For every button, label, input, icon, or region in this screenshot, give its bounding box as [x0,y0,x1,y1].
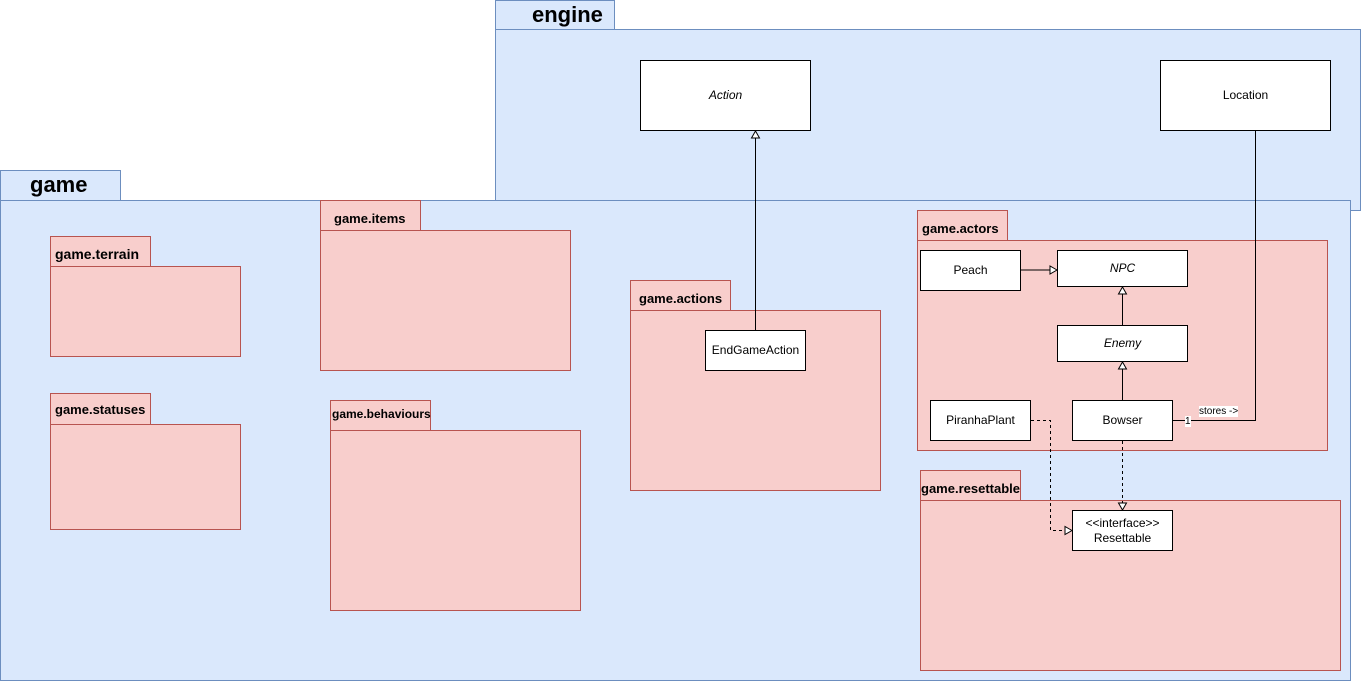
behaviours-package-title: game.behaviours [332,407,431,421]
actors-package-tab [917,210,1008,241]
resettable-stereotype: <<interface>> [1085,515,1160,530]
npc-generalization-arrowhead-peach [1049,265,1059,275]
statuses-package [50,424,241,530]
enemy-generalization-arrowhead [1117,360,1128,370]
game-package-tab [0,170,121,201]
engine-package-title: engine [532,2,603,27]
resettable-package-title: game.resettable [921,481,1020,496]
actions-package-tab [630,280,731,311]
terrain-package [50,266,241,357]
items-package-title: game.items [334,211,406,226]
resettable-realization-arrowhead-piranha [1064,525,1074,536]
items-package [320,230,571,371]
npc-class: NPC [1057,250,1188,287]
npc-generalization-arrowhead-enemy [1117,285,1128,295]
actors-package-title: game.actors [922,221,999,236]
actions-package-title: game.actions [639,291,723,306]
terrain-package-title: game.terrain [55,246,140,262]
end-game-action-class: EndGameAction [705,330,806,371]
game-package-title: game [30,172,88,197]
resettable-realization-arrowhead-bowser [1117,502,1128,512]
location-class: Location [1160,60,1331,131]
peach-class: Peach [920,250,1021,291]
behaviours-package [330,430,581,611]
piranha-plant-class: PiranhaPlant [930,400,1031,441]
stores-multiplicity-label: 1 [1185,416,1191,427]
stores-edge-label: stores -> [1199,406,1239,417]
bowser-class: Bowser [1072,400,1173,441]
action-generalization-arrowhead [750,129,761,139]
resettable-name: Resettable [1093,530,1152,545]
action-class: Action [640,60,811,131]
bowser-stores-location-edge [1173,131,1256,421]
statuses-package-title: game.statuses [55,402,146,417]
piranhaplant-implements-resettable-edge [1031,420,1065,531]
